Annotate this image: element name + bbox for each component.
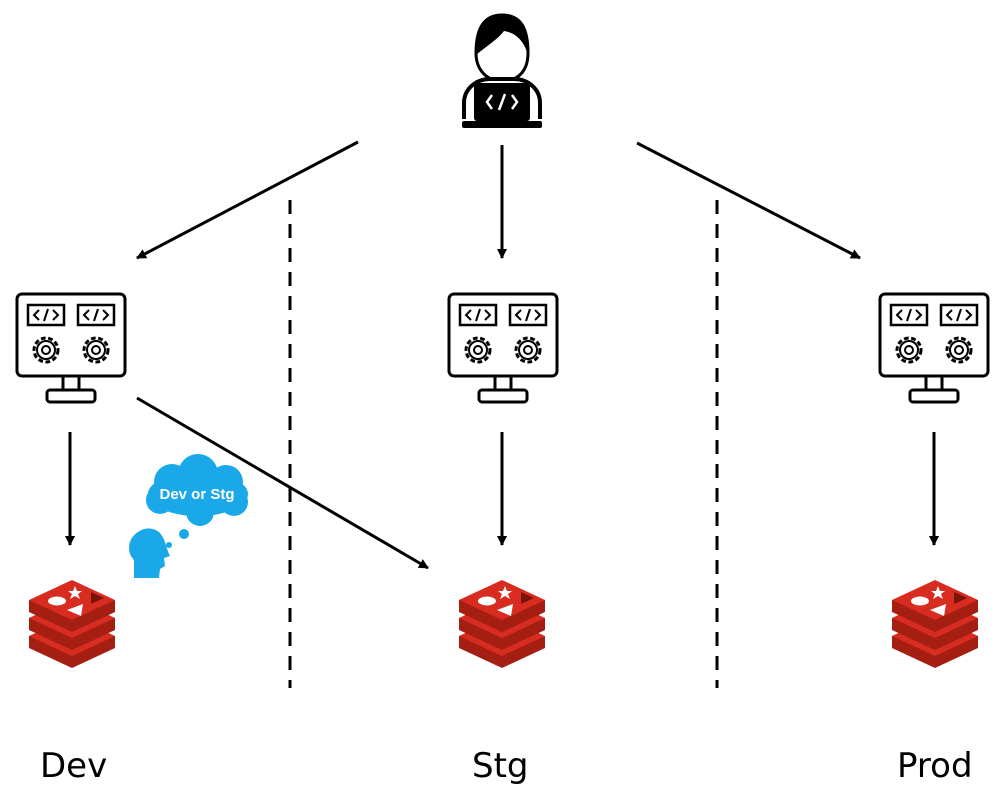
redis-stack-icon [892, 580, 978, 668]
arrow-developer-to-dev [136, 140, 359, 260]
developer-laptop-icon [462, 13, 542, 128]
env-label-dev: Dev [40, 746, 108, 786]
env-label-stg: Stg [472, 746, 529, 786]
arrow-developer-to-prod [636, 141, 861, 260]
monitor-services-icon [878, 292, 990, 404]
redis-stack-icon [29, 580, 115, 668]
arrow-dev-server-to-stg-db [136, 396, 429, 570]
thought-cloud: Dev or Stg [146, 454, 248, 526]
monitor-services-icon [15, 292, 127, 404]
thought-text: Dev or Stg [159, 486, 234, 503]
env-label-prod: Prod [897, 746, 973, 786]
redis-stack-icon [459, 580, 545, 668]
thinking-head-icon [129, 528, 189, 578]
monitor-services-icon [447, 292, 559, 404]
